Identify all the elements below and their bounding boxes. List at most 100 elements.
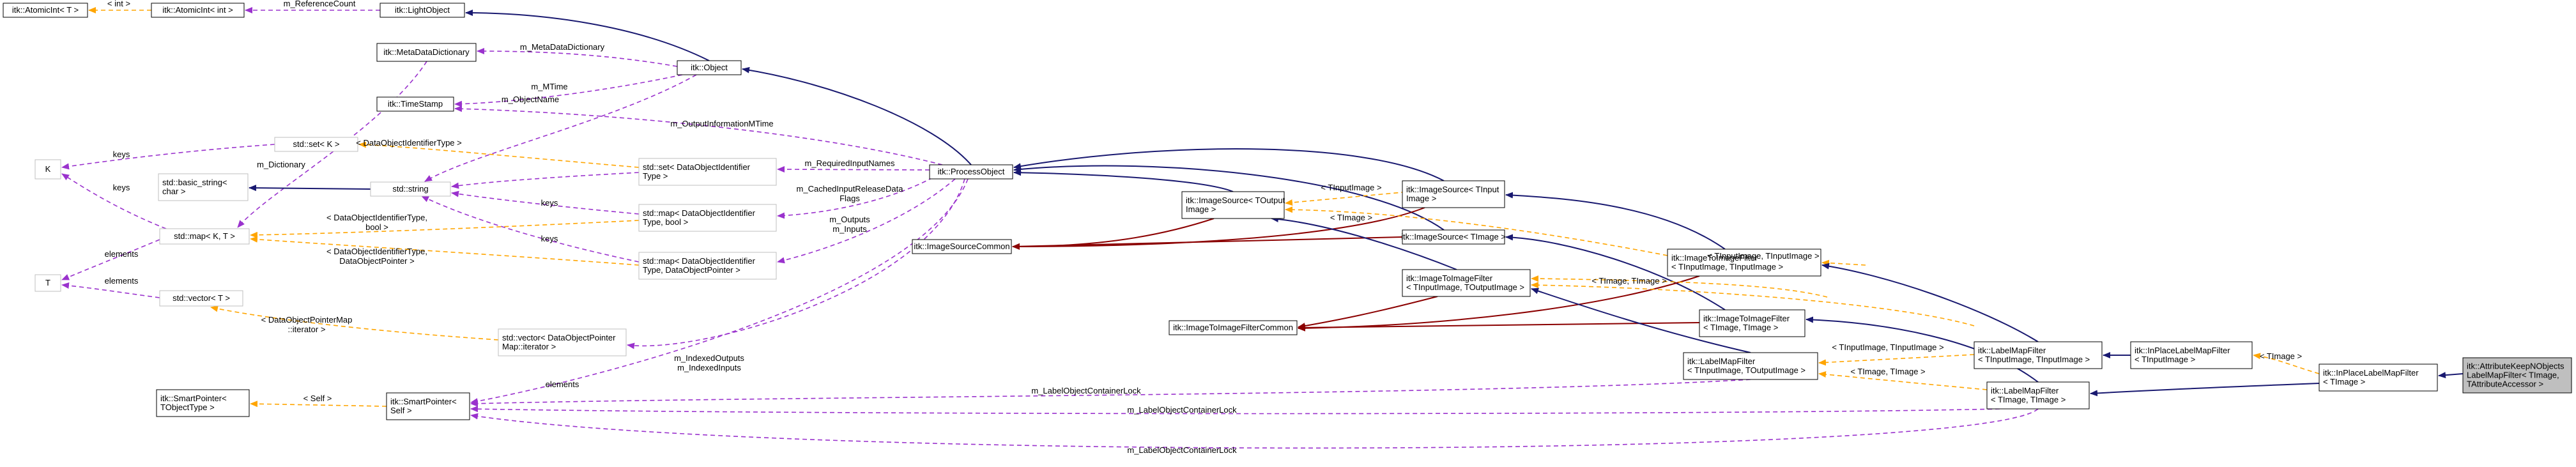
node-label: itk::ImageSource< TOutput [1186,195,1285,205]
node-box [1402,269,1531,297]
node-lmf-tin-tin[interactable]: itk::LabelMapFilter< TInputImage, TInput… [1974,341,2103,369]
node-metadata-dictionary[interactable]: itk::MetaDataDictionary [376,43,477,62]
edge-isc-2-line [1012,207,1425,250]
node-box [638,204,777,232]
edge-label-elements-map: elements [105,249,139,259]
node-process-object[interactable]: itk::ProcessObject [929,164,1013,180]
edge-object-inherit-line [742,66,972,165]
edge-doi-type-pointer-line [250,236,640,266]
edge-label-outputs: m_Outputs [829,215,870,224]
node-box [151,3,245,18]
node-box [1667,249,1821,277]
node-image-source-timage[interactable]: itk::ImageSource< TImage > [1401,229,1506,245]
node-set-doi-type[interactable]: std::set< DataObjectIdentifierType > [638,158,777,186]
node-basic-string[interactable]: std::basic_string<char > [158,173,249,201]
node-box [159,228,250,245]
edge-elements-vector-line [61,282,160,298]
node-label: std::map< DataObjectIdentifier [643,256,756,266]
edge-label-elements-sp: elements [546,379,579,389]
node-smartpointer-t[interactable]: itk::SmartPointer<TObjectType > [156,389,250,417]
edge-label-lock-3: m_LabelObjectContainerLock [1127,445,1237,455]
node-label: itk::InPlaceLabelMapFilter [2323,368,2419,378]
node-itif-timage[interactable]: itk::ImageToImageFilter< TImage, TImage … [1699,309,1805,337]
node-label: itk::AttributeKeepNObjects [2467,362,2564,371]
node-box [1402,229,1505,245]
edge-timage-source-line [1285,206,1668,256]
node-lmf-timage[interactable]: itk::LabelMapFilter< TImage, TImage > [1986,381,2090,410]
node-attribute-keep[interactable]: itk::AttributeKeepNObjectsLabelMapFilter… [2462,357,2572,394]
node-label: itk::LabelMapFilter [1687,356,1756,366]
node-box [3,3,88,18]
edge-process-object-1 [1013,169,1234,192]
node-label: itk::InPlaceLabelMapFilter [2135,346,2230,355]
node-time-stamp[interactable]: itk::TimeStamp [376,96,454,112]
edge-metadata-dictionary-line [477,48,678,67]
edge-output-information-mtime [454,105,943,165]
node-box [379,3,465,18]
node-inplace-timage[interactable]: itk::InPlaceLabelMapFilter< TImage > [2319,364,2438,392]
node-t[interactable]: T [34,274,61,292]
edge-process-object-3 [1013,165,1445,231]
node-box [929,164,1013,180]
edge-required-input-names [777,166,930,173]
edge-label-tin-tin-2: < TInputImage, TInputImage > [1832,342,1943,352]
node-label: itk::SmartPointer< [160,394,227,403]
node-box [34,159,61,180]
edge-elements-map [61,239,160,280]
edge-object-name [424,74,697,182]
node-map-doi-bool[interactable]: std::map< DataObjectIdentifierType, bool… [638,204,777,232]
node-label: Type, DataObjectPointer > [643,265,740,275]
node-itif-common[interactable]: itk::ImageToImageFilterCommon [1169,320,1298,335]
edge-label-mtime: m_MTime [531,82,567,91]
node-label: itk::ImageToImageFilter [1671,253,1758,263]
node-label: TAttributeAccessor > [2467,379,2543,389]
node-box [386,392,470,420]
node-itif-tin-tout[interactable]: itk::ImageToImageFilter< TInputImage, TO… [1402,269,1531,297]
node-label: itk::ImageToImageFilter [1703,314,1790,323]
edge-itifc-3-line [1298,322,1700,331]
node-std-map-k-t[interactable]: std::map< K, T > [159,228,250,245]
node-k[interactable]: K [34,159,61,180]
node-std-string[interactable]: std::string [370,181,451,197]
node-atomic-int-int[interactable]: itk::AtomicInt< int > [151,3,245,18]
edge-isrc-toutput-inherit [1271,215,1457,270]
node-std-vector-t[interactable]: std::vector< T > [159,290,243,307]
node-lmf-tin-tout[interactable]: itk::LabelMapFilter< TInputImage, TOutpu… [1683,352,1818,380]
edge-label-timage-timage-2: < TImage, TImage > [1850,367,1925,376]
node-atomic-int-t[interactable]: itk::AtomicInt< T > [3,3,88,18]
node-image-source-toutput[interactable]: itk::ImageSource< TOutputImage > [1181,191,1285,219]
edge-timage-timage-2 [1818,371,1988,390]
edge-label-timage-inplace: < TImage > [2260,351,2302,361]
node-label: std::map< K, T > [174,231,235,241]
node-light-object[interactable]: itk::LightObject [379,3,465,18]
edges-layer [61,7,2464,449]
edge-label-keys-pointer: keys [541,234,558,243]
edge-label-pointer-map-iter-2: ::iterator > [288,325,326,334]
edge-elements-sp-line [470,178,969,404]
node-object[interactable]: itk::Object [677,60,742,75]
edge-keys-map-k-line [61,173,167,229]
edge-cached-input-line [777,177,933,219]
edge-pointer-map-iter [210,305,499,341]
node-image-source-tinput[interactable]: itk::ImageSource< TInputImage > [1402,180,1505,208]
node-std-set-k[interactable]: std::set< K > [274,137,358,152]
node-inplace-tin[interactable]: itk::InPlaceLabelMapFilter< TInputImage … [2130,341,2253,369]
edge-lock-1 [470,379,1751,407]
node-box [638,252,777,280]
node-box [158,173,249,201]
edge-output-information-mtime-line [454,105,943,165]
node-itif-tin-tin[interactable]: itk::ImageToImageFilter< TInputImage, TI… [1667,249,1821,277]
node-label: char > [162,187,186,196]
edge-lock-1-line [470,379,1751,407]
node-label: itk::LabelMapFilter [1978,346,2046,355]
edge-isrc-tinput-inherit [1505,192,1726,250]
edge-isc-3 [1012,236,1403,250]
node-image-source-common[interactable]: itk::ImageSourceCommon [912,239,1012,254]
edge-mtime-line [454,74,683,107]
node-smartpointer-self[interactable]: itk::SmartPointer<Self > [386,392,470,420]
node-label: std::set< DataObjectIdentifier [643,162,751,172]
node-label: Self > [390,406,412,415]
node-map-doi-pointer[interactable]: std::map< DataObjectIdentifierType, Data… [638,252,777,280]
node-vector-doi-iter[interactable]: std::vector< DataObjectPointerMap::itera… [498,328,627,356]
edge-label-required-input-names: m_RequiredInputNames [805,158,895,168]
